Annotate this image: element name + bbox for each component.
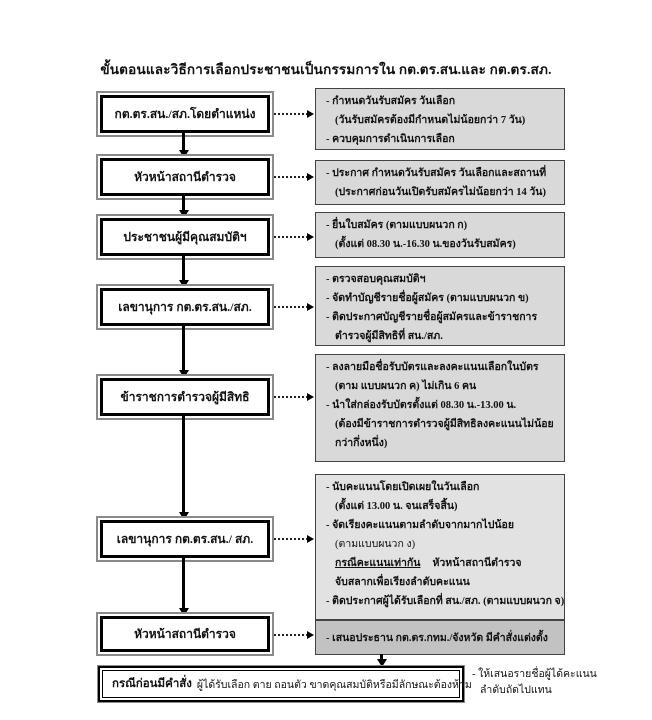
note-line: - จัดเรียงคะแนนตามลำดับจากมากไปน้อย (326, 520, 515, 531)
note-line: - ตรวจสอบคุณสมบัติฯ (326, 274, 426, 285)
flow-step-4-box: เลขานุการ กต.ตร.สน./สภ. (100, 288, 270, 326)
note-line: - จัดทำบัญชีรายชื่อผู้สมัคร (ตามแบบผนวก … (326, 293, 529, 304)
flow-step-7-label: หัวหน้าสถานีตำรวจ (134, 626, 236, 641)
note-line: - ควบคุมการดำเนินการเลือก (326, 134, 455, 145)
dotted-arrow-right-icon (274, 631, 314, 639)
footer-case-text: กรณีก่อนมีคำสั่ง ผู้ได้รับเลือก ตาย ถอนต… (102, 670, 472, 698)
flow-step-3-box: ประชาชนผู้มีคุณสมบัติฯ (100, 218, 270, 256)
note-line: กว่ากึ่งหนึ่ง) (335, 438, 388, 449)
note-line: จับสลากเพื่อเรียงลำดับคะแนน (335, 577, 470, 588)
dotted-arrow-right-icon (274, 233, 314, 241)
note-box-5: - ลงลายมือชื่อรับบัตรและลงคะแนนเลือกในบั… (315, 354, 565, 462)
note-box-4: - ตรวจสอบคุณสมบัติฯ - จัดทำบัญชีรายชื่อผ… (315, 266, 565, 346)
footer-case-box: กรณีก่อนมีคำสั่ง ผู้ได้รับเลือก ตาย ถอนต… (98, 666, 472, 702)
flow-step-1-label: กต.ตร.สน./สภ.โดยตำแหน่ง (114, 106, 256, 121)
flow-step-7-box: หัวหน้าสถานีตำรวจ (100, 616, 270, 652)
flow-step-2-box: หัวหน้าสถานีตำรวจ (100, 158, 270, 196)
footer-side-note: - ให้เสนอรายชื่อผู้ได้คะแนน ลำดับถัดไปแท… (472, 667, 647, 699)
note-line: - นำใส่กล่องรับบัตรตั้งแต่ 08.30 น.-13.0… (326, 400, 517, 411)
note-line: - นับคะแนนโดยเปิดเผยในวันเลือก (326, 482, 480, 493)
flow-step-5-label: ข้าราชการตำรวจผู้มีสิทธิ (120, 389, 250, 404)
note-box-7: - เสนอประธาน กต.ตร.กทม./จังหวัด มีคำสั่ง… (315, 620, 565, 655)
note-line: - เสนอประธาน กต.ตร.กทม./จังหวัด มีคำสั่ง… (326, 632, 548, 644)
note-line: (ตั้งแต่ 13.00 น. จนเสร็จสิ้น) (335, 501, 458, 512)
tie-case-underlined: กรณีคะแนนเท่ากัน (335, 558, 421, 569)
flow-step-3-label: ประชาชนผู้มีคุณสมบัติฯ (123, 229, 247, 244)
flow-step-6-label: เลขานุการ กต.ตร.สน./ สภ. (116, 531, 254, 546)
arrow-down-icon (380, 654, 383, 659)
note-line: (ตาม แบบผนวก ค) ไม่เกิน 6 คน (335, 381, 477, 392)
dotted-arrow-right-icon (274, 110, 314, 118)
note-line: - ยื่นใบสมัคร (ตามแบบผนวก ก) (326, 220, 468, 231)
flow-step-1-box: กต.ตร.สน./สภ.โดยตำแหน่ง (100, 95, 270, 133)
dotted-arrow-right-icon (274, 303, 314, 311)
tie-case-rest: หัวหน้าสถานีตำรวจ (432, 558, 522, 569)
flow-step-2-label: หัวหน้าสถานีตำรวจ (134, 169, 236, 184)
arrow-down-icon (182, 133, 185, 150)
flow-step-4-label: เลขานุการ กต.ตร.สน./สภ. (118, 299, 252, 314)
side-note-line: ลำดับถัดไปแทน (480, 685, 552, 696)
dotted-arrow-right-icon (274, 173, 314, 181)
note-line: (ประกาศก่อนวันเปิดรับสมัครไม่น้อยกว่า 14… (335, 187, 546, 198)
footer-case-body: ผู้ได้รับเลือก ตาย ถอนตัว ขาดคุณสมบัติหร… (196, 679, 472, 691)
note-line: (วันรับสมัครต้องมีกำหนดไม่น้อยกว่า 7 วัน… (335, 115, 526, 126)
dotted-arrow-right-icon (274, 393, 314, 401)
note-line: - ติดประกาศบัญชีรายชื่อผู้สมัครและข้าราช… (326, 312, 538, 323)
flow-step-6-box: เลขานุการ กต.ตร.สน./ สภ. (100, 520, 270, 558)
note-line: - ติดประกาศผู้ได้รับเลือกที่ สน./สภ. (ตา… (326, 596, 565, 607)
note-line: (ตั้งแต่ 08.30 น.-16.30 น.ของวันรับสมัคร… (335, 239, 516, 250)
arrow-down-icon (182, 256, 185, 280)
arrow-down-icon (182, 558, 185, 608)
arrow-down-icon (182, 196, 185, 210)
note-line: (ต้องมีข้าราชการตำรวจผู้มีสิทธิลงคะแนนไม… (335, 419, 554, 430)
note-box-3: - ยื่นใบสมัคร (ตามแบบผนวก ก) (ตั้งแต่ 08… (315, 212, 565, 258)
note-line-tie: กรณีคะแนนเท่ากัน หัวหน้าสถานีตำรวจ (326, 554, 558, 573)
arrow-down-icon (182, 326, 185, 370)
flow-step-5-box: ข้าราชการตำรวจผู้มีสิทธิ (100, 378, 270, 416)
note-box-1: - กำหนดวันรับสมัคร วันเลือก (วันรับสมัคร… (315, 88, 565, 150)
note-box-2: - ประกาศ กำหนดวันรับสมัคร วันเลือกและสถา… (315, 160, 565, 205)
note-line: - ประกาศ กำหนดวันรับสมัคร วันเลือกและสถา… (326, 168, 547, 179)
arrow-down-icon (182, 416, 185, 512)
dotted-arrow-right-icon (274, 535, 314, 543)
note-line: ตำรวจผู้มีสิทธิที่ สน./สภ. (335, 331, 443, 342)
note-line: - กำหนดวันรับสมัคร วันเลือก (326, 96, 456, 107)
note-line: - ลงลายมือชื่อรับบัตรและลงคะแนนเลือกในบั… (326, 362, 539, 373)
note-box-6: - นับคะแนนโดยเปิดเผยในวันเลือก (ตั้งแต่ … (315, 474, 565, 620)
note-line: (ตามแบบผนวก ง) (335, 539, 416, 550)
side-note-line: - ให้เสนอรายชื่อผู้ได้คะแนน (472, 669, 597, 680)
page-title: ขั้นตอนและวิธีการเลือกประชาชนเป็นกรรมการ… (100, 62, 552, 77)
footer-case-prefix: กรณีก่อนมีคำสั่ง (112, 678, 192, 690)
